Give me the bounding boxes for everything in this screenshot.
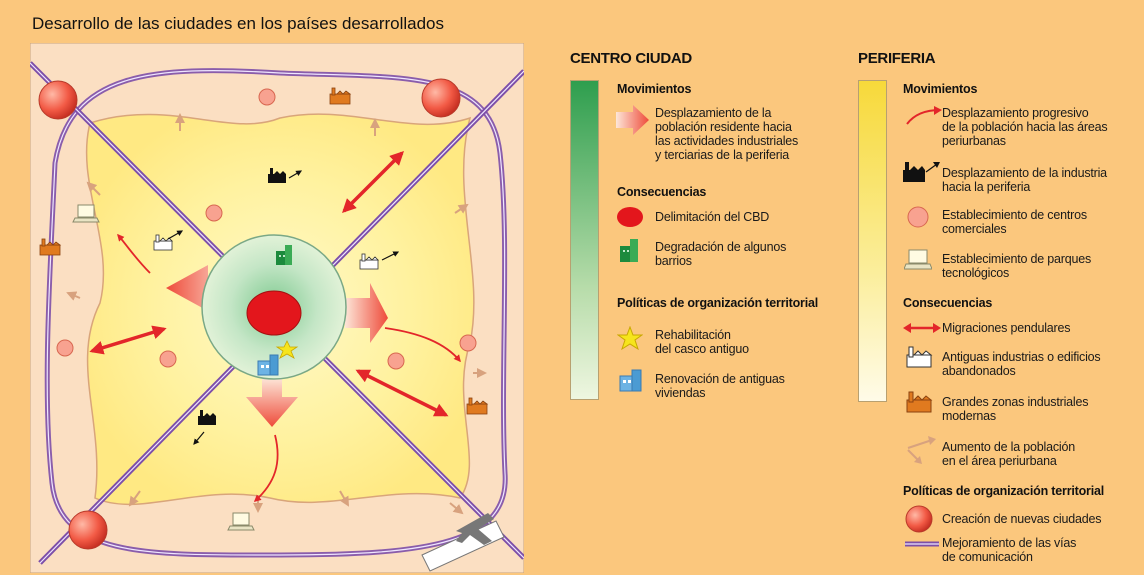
pink-arrow-icon xyxy=(616,105,649,135)
pink-circle-icon xyxy=(56,88,477,370)
legend-despl-pob-line-2: de la población hacia las áreas xyxy=(942,120,1108,134)
centro-movimientos-label: Movimientos xyxy=(617,82,692,96)
legend-aumento-poblacion: Aumento de la población en el área periu… xyxy=(942,440,1075,468)
blue-building-icon xyxy=(619,369,642,392)
legend-migraciones: Migraciones pendulares xyxy=(942,321,1071,335)
city-map xyxy=(30,43,524,573)
legend-vias-line-2: de comunicación xyxy=(942,550,1033,564)
red-ellipse-icon xyxy=(617,207,643,227)
legend-desplazamiento-industria: Desplazamiento de la industria hacia la … xyxy=(942,166,1107,194)
legend-vias-comunicacion: Mejoramiento de las vías de comunicación xyxy=(942,536,1076,564)
legend-despl-pob-line-1: Desplazamiento progresivo xyxy=(942,106,1089,120)
yellow-star-icon xyxy=(617,326,643,351)
periferia-consecuencias-label: Consecuencias xyxy=(903,296,993,310)
centro-movimiento-line-4: y terciarias de la periferia xyxy=(655,148,790,162)
periferia-heading: PERIFERIA xyxy=(858,50,936,67)
centro-consecuencias-label: Consecuencias xyxy=(617,185,707,199)
legend-migraciones-line-1: Migraciones pendulares xyxy=(942,321,1071,335)
legend-antiguas-industrias: Antiguas industrias o edificios abandona… xyxy=(942,350,1101,378)
legend-parques-line-1: Establecimiento de parques xyxy=(942,252,1092,266)
legend-centros-line-1: Establecimiento de centros xyxy=(942,208,1087,222)
legend-renovacion-line-1: Renovación de antiguas xyxy=(655,372,785,386)
legend-aumento-line-2: en el área periurbana xyxy=(942,454,1057,468)
double-arrow-icon xyxy=(903,323,941,333)
purple-road-icon xyxy=(905,541,939,547)
legend-antiguas-line-2: abandonados xyxy=(942,364,1016,378)
centro-gradient-bar xyxy=(570,80,599,400)
map-svg xyxy=(30,43,524,573)
factory-arrow-icon xyxy=(903,162,940,182)
double-arrow-icon xyxy=(89,151,449,417)
figure-title: Desarrollo de las ciudades en los países… xyxy=(32,14,445,33)
legend-vias-line-1: Mejoramiento de las vías xyxy=(942,536,1077,550)
legend-degradacion-line-1: Degradación de algunos xyxy=(655,240,787,254)
yellow-star-icon xyxy=(275,340,299,359)
legend-cbd-line-1: Delimitación del CBD xyxy=(655,210,770,224)
red-curved-arrow-icon xyxy=(117,233,461,502)
new-city-icon xyxy=(905,505,933,533)
centro-movimiento-line-2: población residente hacia xyxy=(655,120,792,134)
centro-movimiento-text: Desplazamiento de la población residente… xyxy=(655,106,798,162)
legend-despl-ind-line-1: Desplazamiento de la industria xyxy=(942,166,1107,180)
legend-centros-line-2: comerciales xyxy=(942,222,1007,236)
periferia-gradient-bar xyxy=(858,80,887,402)
centro-movimiento-line-1: Desplazamiento de la xyxy=(655,106,772,120)
periferia-politicas-label: Políticas de organización territorial xyxy=(903,484,1104,498)
white-factory-icon xyxy=(906,346,933,368)
red-curved-arrow-icon xyxy=(906,106,942,125)
legend-antiguas-line-1: Antiguas industrias o edificios xyxy=(942,350,1101,364)
white-factory-icon xyxy=(153,230,400,270)
brown-arrows-icon xyxy=(907,436,936,464)
legend-zonas-industriales: Grandes zonas industriales modernas xyxy=(942,395,1088,423)
legend-centros-comerciales: Establecimiento de centros comerciales xyxy=(942,208,1087,236)
legend-nuevas-ciudades: Creación de nuevas ciudades xyxy=(942,512,1101,526)
green-building-icon xyxy=(276,245,292,265)
red-ellipse-icon xyxy=(246,290,302,336)
new-city-icon xyxy=(38,78,461,550)
centro-politicas-label: Políticas de organización territorial xyxy=(617,296,818,310)
orange-factory-icon xyxy=(39,87,489,415)
legend-zonas-line-1: Grandes zonas industriales xyxy=(942,395,1089,409)
periferia-movimientos-label: Movimientos xyxy=(903,82,978,96)
legend-despl-pob-line-3: periurbanas xyxy=(942,134,1006,148)
legend-renovacion-line-2: viviendas xyxy=(655,386,706,400)
legend-degradacion: Degradación de algunos barrios xyxy=(655,240,786,268)
computer-icon xyxy=(904,249,932,270)
centro-heading: CENTRO CIUDAD xyxy=(570,50,692,67)
blue-building-icon xyxy=(257,354,279,376)
airport-icon xyxy=(421,513,505,572)
pink-circle-icon xyxy=(907,206,929,228)
legend-cbd: Delimitación del CBD xyxy=(655,210,769,224)
legend-nuevas-line-1: Creación de nuevas ciudades xyxy=(942,512,1102,526)
legend-despl-ind-line-2: hacia la periferia xyxy=(942,180,1031,194)
legend-parques-line-2: tecnológicos xyxy=(942,266,1010,280)
centro-movimiento-line-3: las actividades industriales xyxy=(655,134,799,148)
green-building-icon xyxy=(620,239,638,262)
legend-desplazamiento-poblacion: Desplazamiento progresivo de la població… xyxy=(942,106,1108,148)
legend-rehabilitacion-line-2: del casco antiguo xyxy=(655,342,749,356)
computer-icon xyxy=(72,204,255,531)
legend-rehabilitacion: Rehabilitación del casco antiguo xyxy=(655,328,749,356)
legend-parques-tecnologicos: Establecimiento de parques tecnológicos xyxy=(942,252,1091,280)
orange-factory-icon xyxy=(906,391,933,413)
legend-rehabilitacion-line-1: Rehabilitación xyxy=(655,328,731,342)
center-outflow-arrows xyxy=(166,265,388,427)
factory-arrow-icon xyxy=(193,168,303,445)
legend-renovacion: Renovación de antiguas viviendas xyxy=(655,372,785,400)
legend-aumento-line-1: Aumento de la población xyxy=(942,440,1075,454)
legend-degradacion-line-2: barrios xyxy=(655,254,692,268)
legend-zonas-line-2: modernas xyxy=(942,409,996,423)
